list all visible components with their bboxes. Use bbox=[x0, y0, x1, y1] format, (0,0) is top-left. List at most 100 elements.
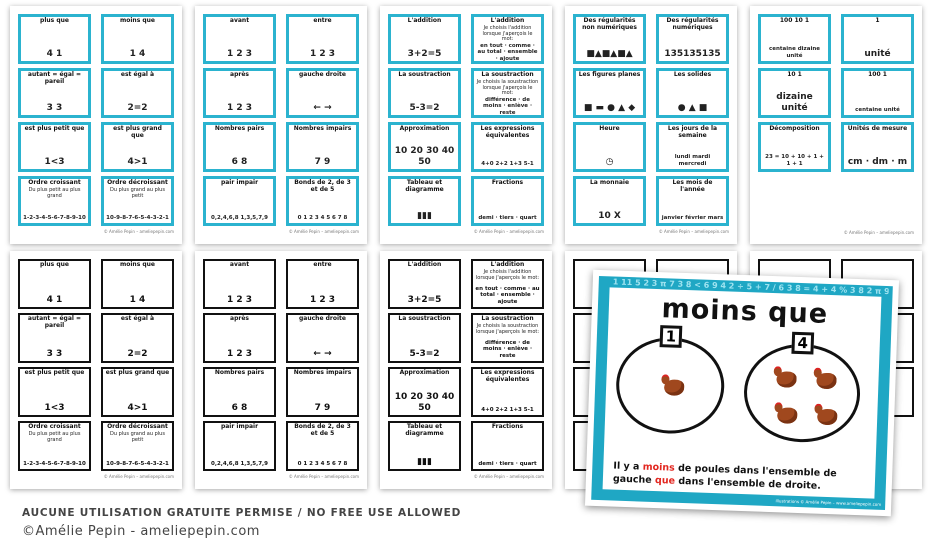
card-title: Nombres pairs bbox=[214, 125, 265, 132]
right-count-box: 4 bbox=[791, 331, 815, 355]
card-title: Les expressions équivalentes bbox=[480, 369, 535, 383]
card-content: ← → bbox=[313, 102, 332, 113]
card-title: 100 10 1 bbox=[779, 17, 810, 24]
card-title: est plus petit que bbox=[24, 369, 85, 376]
card-content: 7 9 bbox=[314, 156, 331, 167]
card-title: avant bbox=[229, 261, 250, 268]
card-sentence: Il y a moins de poules dans l'ensemble d… bbox=[613, 461, 870, 495]
card-title: 10 1 bbox=[787, 71, 802, 78]
card-content: 4 1 bbox=[46, 48, 63, 59]
vocab-card: Heure◷ bbox=[573, 122, 646, 172]
card-title: plus que bbox=[40, 261, 69, 268]
card-title: autant = égal = pareil bbox=[27, 71, 82, 85]
card-subtitle: Du plus petit au plus grand bbox=[28, 430, 81, 443]
card-title: moins que bbox=[120, 17, 155, 24]
sentence-highlight: que bbox=[654, 474, 676, 487]
card-content: 5-3=2 bbox=[409, 102, 440, 113]
legal-notice: AUCUNE UTILISATION GRATUITE PERMISE / NO… bbox=[22, 507, 462, 519]
card-content: ■▲■▲■▲ bbox=[586, 48, 633, 59]
card-content: 1 2 3 bbox=[309, 48, 336, 59]
card-content: 1-2-3-4-5-6-7-8-9-10 bbox=[23, 460, 86, 467]
card-content: 10-9-8-7-6-5-4-3-2-1 bbox=[106, 214, 169, 221]
color-page-4: Des régularités non numériques ■▲■▲■▲ Des … bbox=[565, 6, 737, 244]
card-title: Ordre décroissant bbox=[107, 423, 168, 430]
card-title: gauche droite bbox=[299, 71, 346, 78]
vocab-card: est plus petit que 1<3 bbox=[18, 367, 91, 417]
card-title: La soustraction bbox=[398, 315, 451, 322]
featured-card-moins-que: 1 11 5 2 3 π 7 3 8 < 6 9 4 2 ÷ 5 + 7 / 6… bbox=[584, 269, 900, 517]
vocab-card: Tableau et diagramme▮▮▮ bbox=[388, 176, 461, 226]
card-content: centaine unité bbox=[855, 106, 900, 113]
card-content: 1<3 bbox=[44, 402, 65, 413]
card-subtitle: Je choisis la soustraction lorsque j'ape… bbox=[476, 78, 539, 97]
card-content: 3+2=5 bbox=[407, 294, 442, 305]
card-subtitle: Je choisis l'addition lorsque j'aperçois… bbox=[482, 24, 533, 43]
card-title: Tableau et diagramme bbox=[405, 423, 444, 437]
card-title: Heure bbox=[599, 125, 620, 132]
sentence-part: Il y a bbox=[613, 460, 643, 473]
vocab-card: Des régularités numériques 135135135 bbox=[656, 14, 729, 64]
card-title: est plus grand que bbox=[105, 369, 170, 376]
card-content: janvier février mars bbox=[661, 214, 724, 221]
page-footer: © Amélie Pepin – ameliepepin.com bbox=[843, 230, 914, 235]
card-title: Des régularités non numériques bbox=[582, 17, 637, 31]
card-title: La monnaie bbox=[589, 179, 630, 186]
card-title: Des régularités numériques bbox=[666, 17, 719, 31]
card-content: 1<3 bbox=[44, 156, 65, 167]
card-content: 2=2 bbox=[127, 102, 148, 113]
page-footer: © Amélie Pepin – ameliepepin.com bbox=[288, 474, 359, 479]
card-content: en tout · comme · au total · ensemble · … bbox=[475, 286, 540, 305]
page-footer: © Amélie Pepin – ameliepepin.com bbox=[103, 229, 174, 234]
card-title: L'addition bbox=[490, 17, 525, 24]
card-content: 1 2 3 bbox=[309, 294, 336, 305]
card-title: après bbox=[230, 315, 249, 322]
card-subtitle: Du plus grand au plus petit bbox=[110, 430, 165, 443]
card-title: Fractions bbox=[491, 179, 524, 186]
card-content: ● ▲ ■ bbox=[677, 102, 708, 113]
page-footer: © Amélie Pepin – ameliepepin.com bbox=[288, 229, 359, 234]
card-content: 4>1 bbox=[127, 156, 148, 167]
card-title: Fractions bbox=[491, 423, 524, 430]
vocab-card: gauche droite ← → bbox=[286, 68, 359, 118]
card-content: unité bbox=[864, 48, 891, 59]
card-title: Tableau et diagramme bbox=[405, 179, 444, 193]
card-title: Ordre croissant bbox=[28, 423, 81, 430]
card-content: 10 20 30 40 50 bbox=[394, 392, 455, 413]
card-content: 135135135 bbox=[664, 48, 721, 59]
card-content: 10-9-8-7-6-5-4-3-2-1 bbox=[106, 460, 169, 467]
card-content: cm · dm · m bbox=[847, 156, 908, 167]
card-title: Les expressions équivalentes bbox=[480, 125, 535, 139]
card-title: gauche droite bbox=[299, 315, 346, 322]
